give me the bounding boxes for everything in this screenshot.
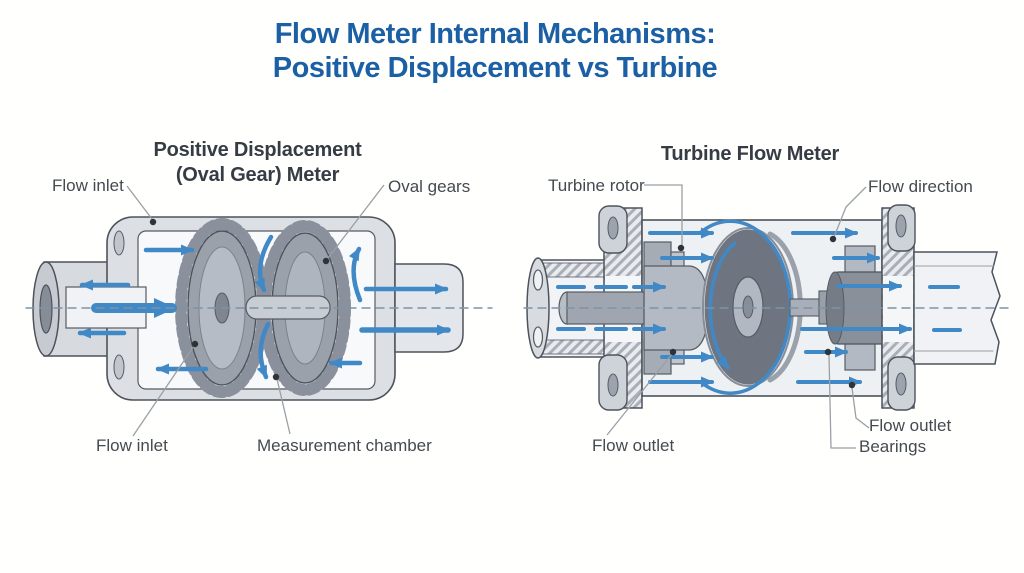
rotor-blades	[704, 229, 792, 385]
pipe-wall-section	[537, 262, 605, 278]
label-flow-inlet-top: Flow inlet	[52, 176, 124, 195]
gear-axle	[245, 295, 331, 320]
bolt-hole	[532, 269, 544, 291]
label-oval-gears: Oval gears	[388, 177, 471, 196]
leader-dots	[149, 218, 856, 389]
bearing-support-bottom	[844, 341, 876, 371]
flow-arrow-icon	[254, 234, 274, 293]
flow-arrow-icon	[348, 246, 363, 303]
label-flow-outlet-right: Flow outlet	[869, 416, 952, 435]
page-title-line1: Flow Meter Internal Mechanisms:	[274, 18, 716, 50]
bolt-hole	[532, 326, 544, 348]
bolt-hole	[113, 230, 125, 256]
turbine-rotor	[702, 227, 803, 387]
inlet-pipe-bore	[39, 284, 53, 334]
rotor-shaft	[566, 291, 648, 325]
label-flow-outlet-bottom: Flow outlet	[592, 436, 675, 455]
page-title: Flow Meter Internal Mechanisms: Positive…	[0, 17, 990, 85]
left-heading-line1: Positive Displacement	[153, 139, 362, 161]
leader-lines	[126, 184, 870, 449]
label-turbine-rotor: Turbine rotor	[548, 176, 645, 195]
right-heading-line1: Turbine Flow Meter	[660, 143, 840, 165]
rotation-arc-inner	[708, 241, 737, 370]
label-bearings: Bearings	[859, 437, 927, 456]
label-flow-inlet-bottom: Flow inlet	[96, 436, 168, 455]
flow-arrows-left-meter	[77, 234, 451, 380]
left-heading-line2: (Oval Gear) Meter	[175, 164, 340, 186]
label-flow-direction: Flow direction	[868, 177, 973, 196]
pipe-wall-section	[537, 339, 605, 355]
positive-displacement-meter	[25, 216, 493, 401]
right-diagram-heading: Turbine Flow Meter	[585, 142, 915, 167]
left-diagram-heading: Positive Displacement (Oval Gear) Meter	[95, 138, 420, 188]
flow-arrow-icon	[256, 321, 271, 380]
label-measurement-chamber: Measurement chamber	[257, 436, 432, 455]
outlet-pipe	[913, 251, 1001, 365]
page-title-line2: Positive Displacement vs Turbine	[272, 52, 718, 84]
bolt-hole	[113, 354, 125, 380]
rotor-hub-bore	[742, 295, 754, 319]
turbine-flow-meter	[523, 204, 1009, 411]
